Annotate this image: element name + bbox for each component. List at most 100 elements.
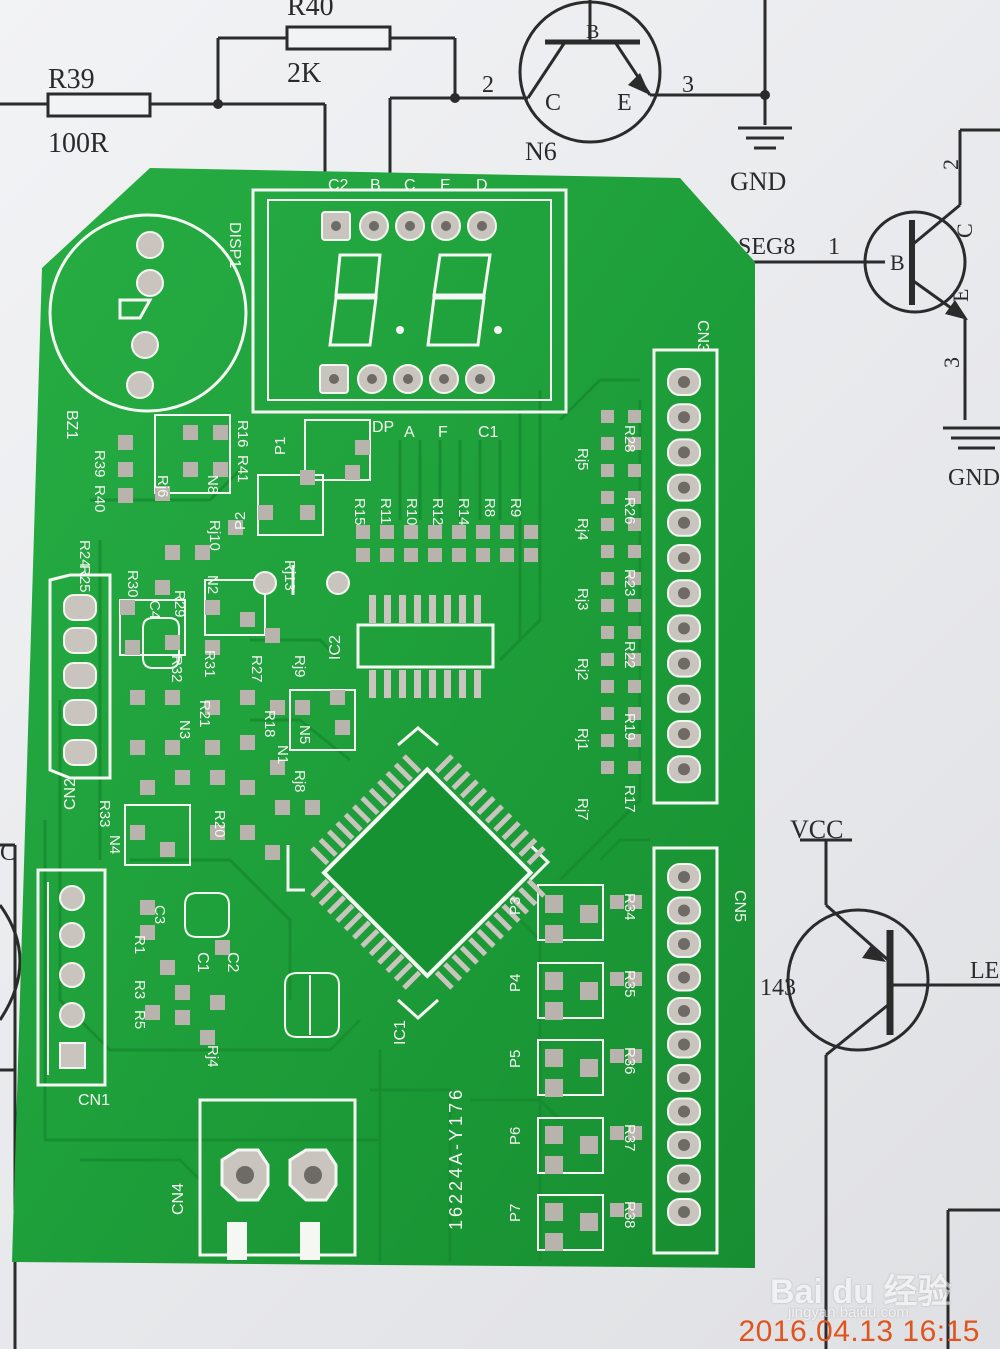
smd-pad: [628, 1126, 642, 1140]
silk-ref: R14: [455, 498, 472, 526]
silk-ref: Rj6: [154, 475, 171, 498]
ic2-pin: [429, 670, 436, 698]
smd-pad: [165, 740, 180, 755]
smd-pad: [155, 486, 170, 501]
ic1-pin: [434, 970, 454, 990]
silk-ref: N1: [274, 745, 291, 764]
smd-pad: [628, 491, 641, 504]
silk-ref: R39: [91, 450, 108, 478]
n6-collector: C: [545, 90, 561, 116]
left-smd-pads: [118, 425, 370, 1045]
ic1-pin: [335, 903, 355, 923]
ic1-pin: [459, 779, 479, 799]
ic1-pin: [310, 846, 330, 866]
ic1-pin: [509, 895, 530, 915]
smd-pad: [165, 635, 180, 650]
silk-ref: P7: [507, 1204, 524, 1222]
smd-pad: [295, 700, 310, 715]
smd-pad: [205, 700, 220, 715]
ic2-pin: [429, 595, 436, 623]
smd-pad: [580, 1059, 598, 1077]
smd-pad: [628, 599, 641, 612]
r39-value: 100R: [48, 128, 109, 159]
smd-pad: [610, 972, 624, 986]
smd-pad: [628, 1049, 642, 1063]
ic1-pin: [501, 903, 521, 923]
smd-pad: [130, 740, 145, 755]
smd-pad: [130, 690, 145, 705]
smd-pad: [228, 520, 243, 535]
ic1-pin: [310, 878, 330, 898]
smd-pad: [355, 440, 370, 455]
watermark-sub: jingyan.baidu.com: [788, 1304, 909, 1321]
ic2-pin: [474, 670, 481, 698]
smd-pad: [580, 1213, 598, 1231]
ic2-pin: [369, 595, 376, 623]
header-pin-hole: [678, 763, 690, 776]
r39-label: R39: [48, 64, 95, 95]
vcc-label: VCC: [790, 815, 843, 844]
smd-pad: [545, 1126, 563, 1144]
ic1-pin: [484, 920, 504, 940]
silk-ref: Rj1: [574, 728, 591, 751]
smd-pad: [183, 425, 198, 440]
bt-partial-num: 143: [760, 975, 796, 1001]
smd-pad: [240, 825, 255, 840]
header-pin-hole: [678, 692, 690, 705]
gnd-top-label: GND: [730, 167, 786, 196]
ic2-pin: [384, 670, 391, 698]
silk-ref: R12: [429, 498, 446, 526]
header-pin-hole: [678, 1005, 690, 1017]
smd-pad: [140, 780, 155, 795]
ic2-pin: [459, 670, 466, 698]
smd-pad: [628, 680, 641, 693]
smd-pad: [545, 1049, 563, 1067]
header-pin-hole: [678, 552, 690, 564]
ic1-pin: [493, 812, 513, 832]
disp-top-2: C: [404, 177, 416, 194]
smd-pad: [118, 462, 133, 477]
smd-pad: [601, 518, 614, 531]
smd-pad: [210, 770, 225, 785]
silk-ref: R41: [234, 455, 251, 483]
cn3-ref: CN3: [694, 320, 711, 352]
smd-pad: [258, 505, 273, 520]
smd-pad: [628, 734, 641, 747]
smd-pad: [610, 1203, 624, 1217]
silk-ref: R28: [621, 425, 638, 453]
disp-bot-2: F: [438, 424, 448, 441]
smd-pad: [628, 653, 641, 666]
ic1-pin: [352, 804, 372, 824]
header-pin-hole: [678, 728, 690, 740]
header-pin-hole: [678, 871, 690, 883]
n6-pin2: 2: [482, 72, 494, 98]
n6-pin3: 3: [682, 72, 694, 98]
ic1-pin: [434, 754, 454, 774]
silk-ref: R1: [131, 935, 148, 954]
silk-ref: C4: [146, 600, 163, 619]
smd-pad: [628, 518, 641, 531]
smd-pad: [165, 545, 180, 560]
ic1-pin: [476, 928, 496, 948]
baidu-watermark: Bai du 经验 jingyan.baidu.com: [770, 1264, 980, 1324]
disp1-ref: DISP1: [226, 222, 243, 268]
silk-ref: R35: [621, 970, 638, 998]
smd-pad: [628, 572, 641, 585]
ic2-pin: [444, 670, 451, 698]
silk-ref: R22: [621, 641, 638, 669]
ic1-pin: [318, 837, 338, 857]
header-pin-hole: [678, 1139, 690, 1151]
cn1-ref: CN1: [78, 1092, 110, 1109]
ic1-pin: [493, 912, 513, 932]
cn2-ref: CN2: [62, 778, 79, 810]
ic2-pin: [444, 595, 451, 623]
header-pin-hole: [678, 1206, 690, 1218]
disp-top-4: D: [476, 177, 488, 194]
smd-pad: [500, 525, 514, 539]
rt-pin1: 1: [828, 234, 840, 260]
silk-ref: R38: [621, 1201, 638, 1229]
smd-pad: [380, 548, 394, 562]
header-pin-hole: [678, 971, 690, 984]
